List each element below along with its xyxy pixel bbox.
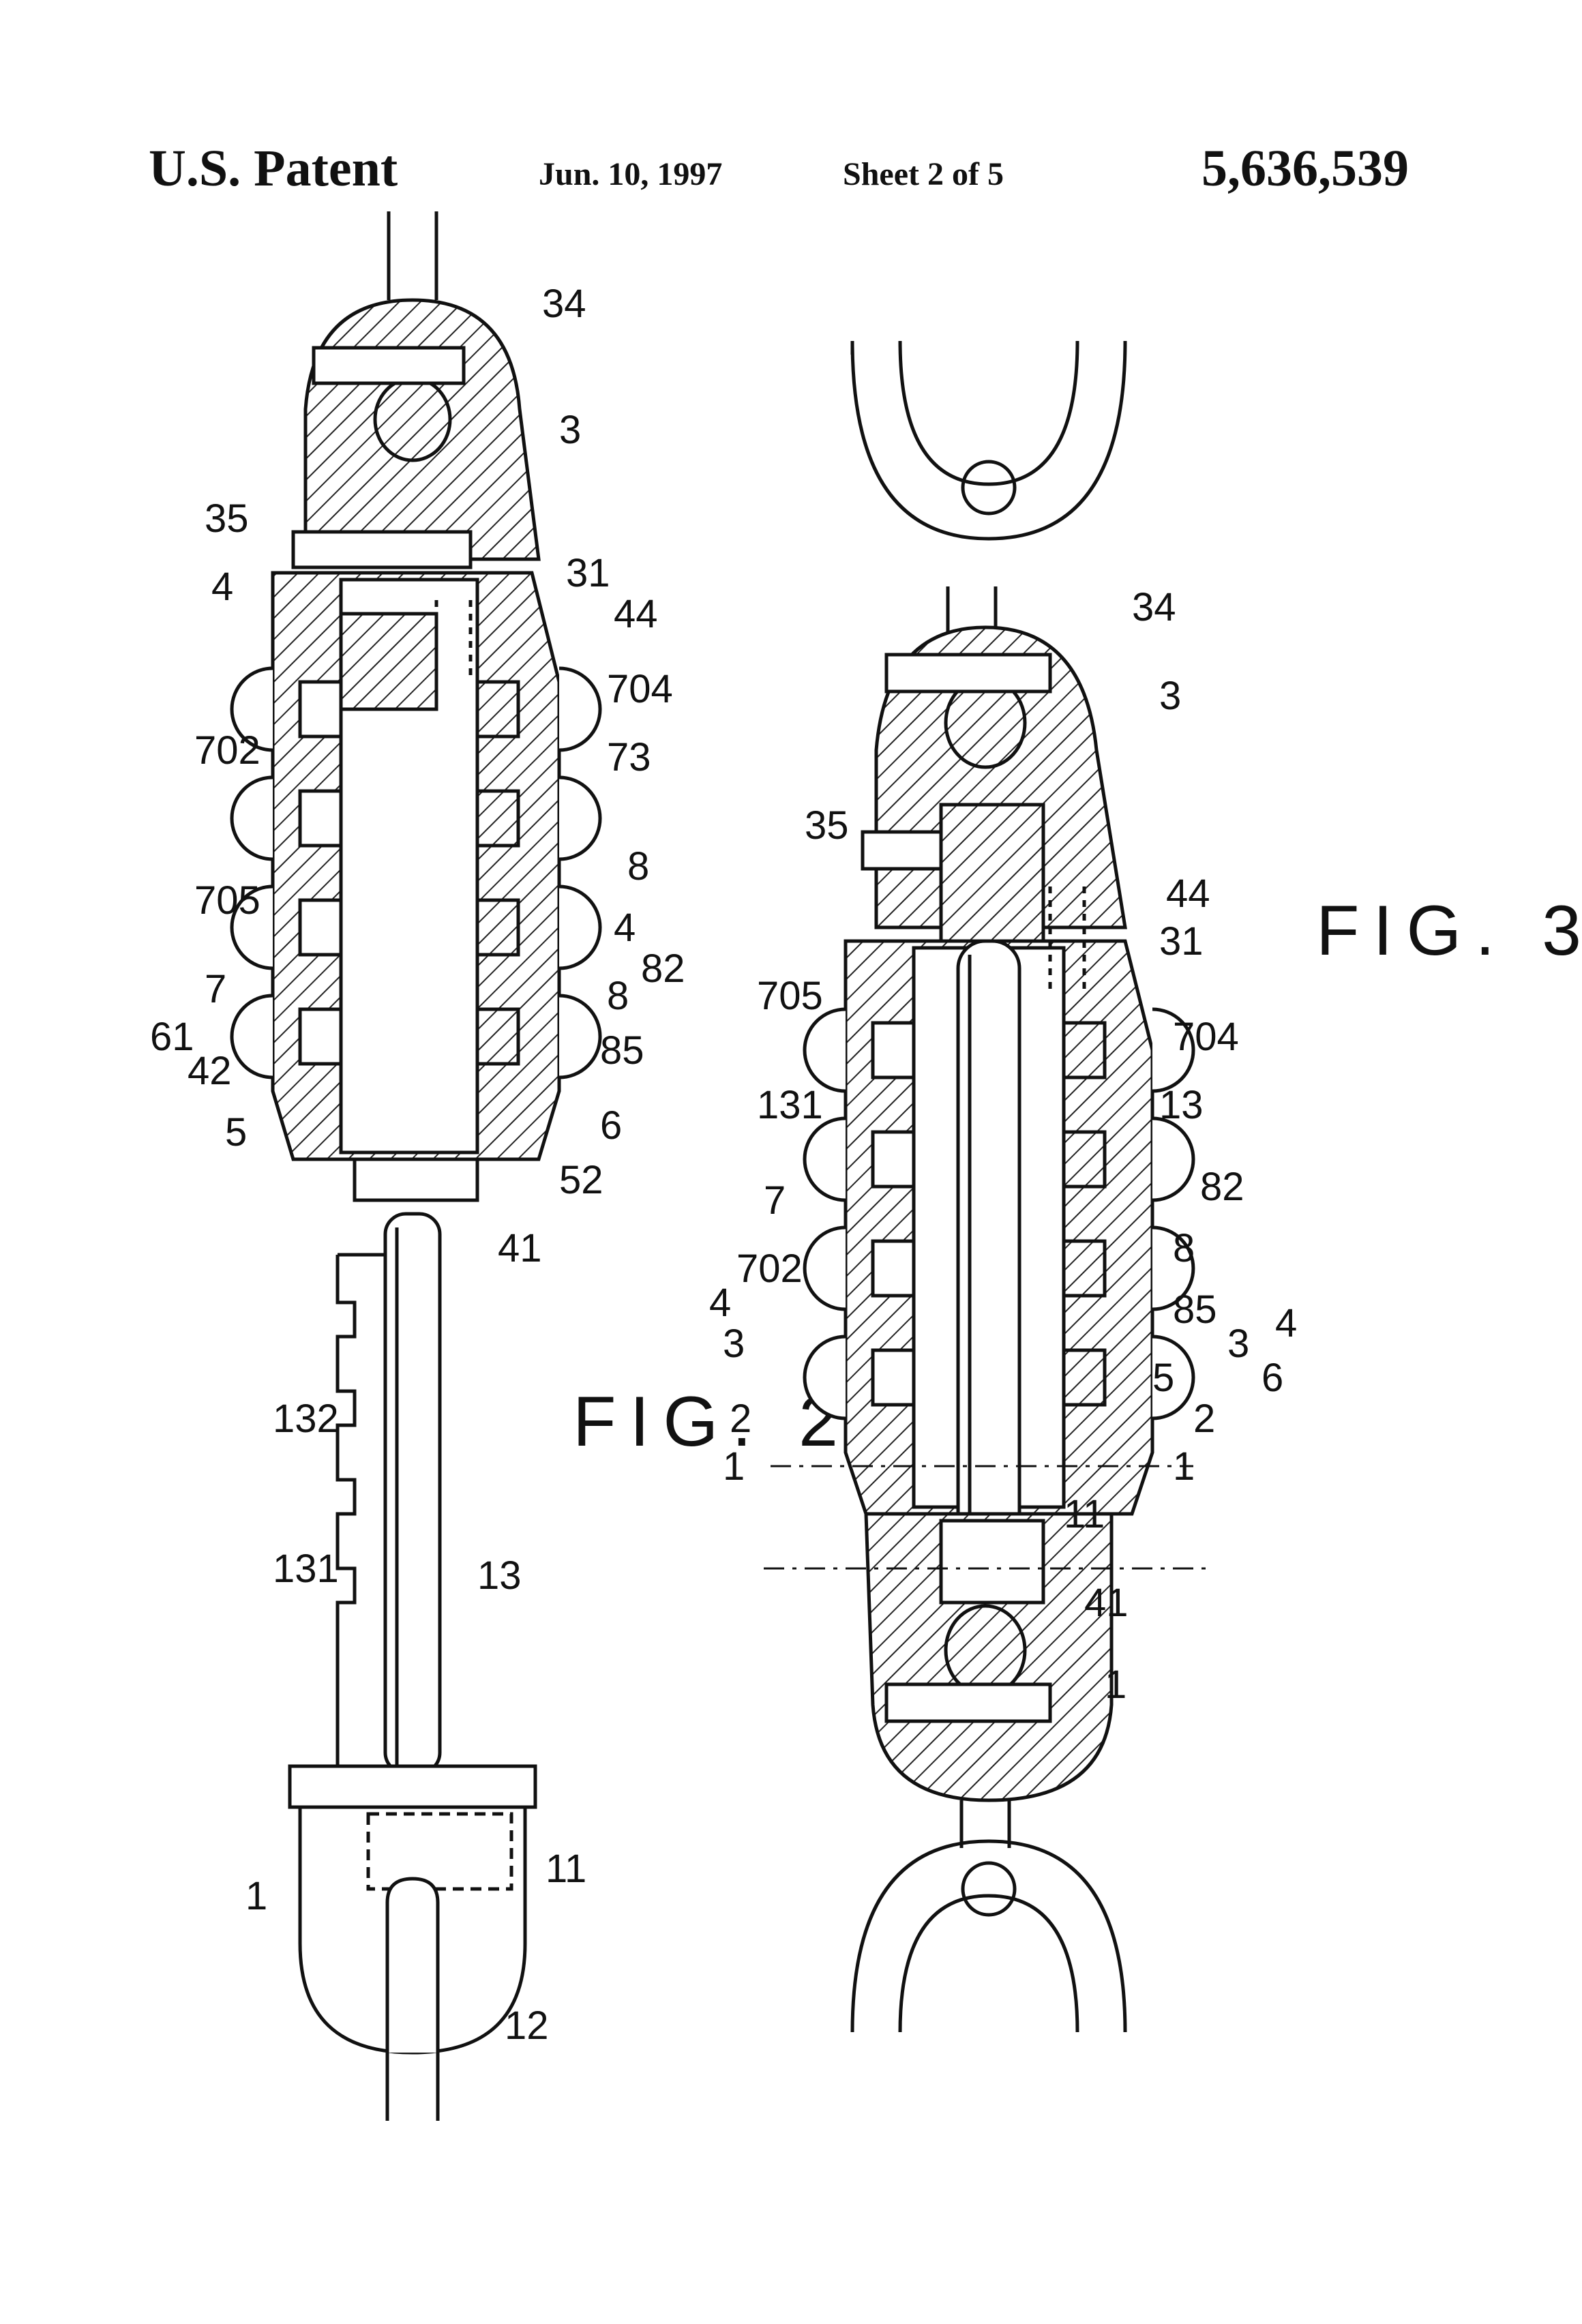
fig2-label-82: 82: [641, 947, 685, 991]
fig2-label-73: 73: [607, 735, 651, 779]
fig2-label-131: 131: [273, 1547, 339, 1591]
fig3-label-6: 6: [1262, 1356, 1283, 1400]
fig3-label-4b: 4: [1275, 1301, 1297, 1345]
fig2-label-34: 34: [542, 282, 586, 326]
fig2-label-31: 31: [566, 551, 610, 595]
fig3-label-4a: 4: [709, 1281, 731, 1325]
fig2-label-4a: 4: [211, 565, 233, 609]
fig3-label-31: 31: [1159, 919, 1204, 964]
fig2-label-41: 41: [498, 1226, 542, 1270]
fig3-label-8: 8: [1173, 1226, 1195, 1270]
fig3-label-2a: 2: [730, 1397, 751, 1441]
fig2-label-13: 13: [477, 1553, 522, 1598]
fig3-label-85: 85: [1173, 1287, 1217, 1332]
fig3-label-1a: 1: [723, 1444, 745, 1489]
fig2-label-6: 6: [600, 1103, 622, 1148]
fig2-label-44: 44: [614, 592, 658, 636]
fig3-label-704: 704: [1173, 1015, 1239, 1059]
fig2-label-8a: 8: [627, 844, 649, 889]
fig3-label-41: 41: [1084, 1581, 1129, 1625]
fig2-label-8b: 8: [607, 974, 629, 1018]
fig3-label-7: 7: [764, 1178, 786, 1223]
fig2-label-705: 705: [194, 878, 260, 923]
fig3-label-705: 705: [757, 974, 823, 1018]
fig3-caption: FIG. 3: [1316, 891, 1582, 970]
fig3-label-1: 1: [1105, 1663, 1126, 1707]
fig2-label-702: 702: [194, 728, 260, 773]
fig3-label-82: 82: [1200, 1165, 1244, 1209]
fig2-label-1: 1: [245, 1874, 267, 1918]
fig2-label-12: 12: [505, 2003, 549, 2048]
fig2-label-704: 704: [607, 667, 673, 711]
fig2-label-5: 5: [225, 1110, 247, 1154]
fig2-label-85: 85: [600, 1028, 644, 1073]
fig3-label-3a: 3: [723, 1322, 745, 1366]
fig3-label-11: 11: [1064, 1492, 1105, 1536]
fig2-label-35: 35: [205, 496, 249, 541]
fig3-label-13: 13: [1159, 1083, 1204, 1127]
fig2-label-4b: 4: [614, 906, 636, 950]
fig3-label-34: 34: [1132, 585, 1176, 629]
fig3-label-3: 3: [1159, 674, 1181, 718]
fig2-label-3: 3: [559, 408, 581, 452]
fig2-label-42: 42: [188, 1049, 232, 1093]
fig2-drawing: [232, 211, 600, 2121]
fig3-label-702: 702: [736, 1247, 803, 1291]
fig3-label-5: 5: [1152, 1356, 1174, 1400]
fig2-label-132: 132: [273, 1397, 339, 1441]
fig3-label-3b: 3: [1227, 1322, 1249, 1366]
fig2-label-7: 7: [205, 967, 226, 1011]
fig3-label-35: 35: [805, 803, 849, 848]
fig3-label-1b: 1: [1173, 1444, 1195, 1489]
fig3-label-2b: 2: [1193, 1397, 1215, 1441]
fig2-label-52: 52: [559, 1158, 603, 1202]
fig3-label-131: 131: [757, 1083, 823, 1127]
fig2-label-11: 11: [546, 1847, 586, 1891]
fig3-label-44: 44: [1166, 872, 1210, 916]
